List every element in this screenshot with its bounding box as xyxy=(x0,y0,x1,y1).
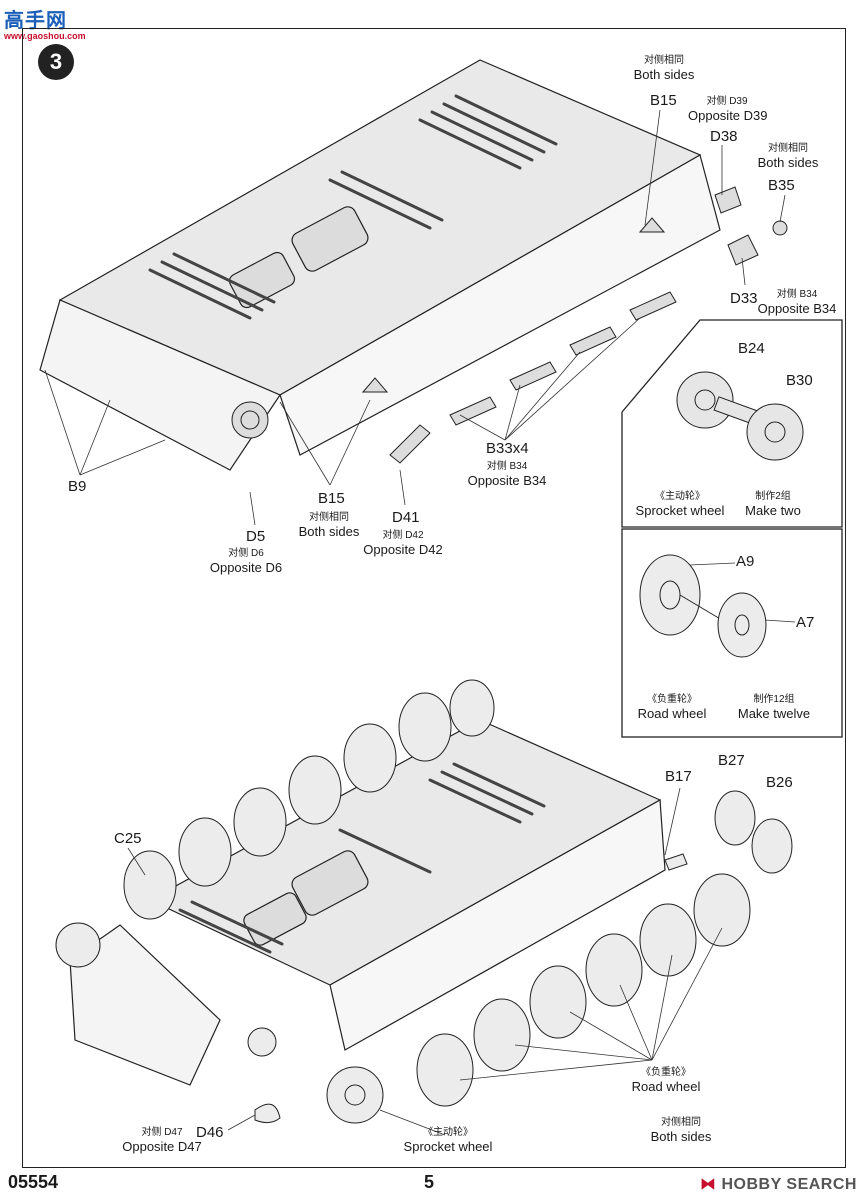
label-road-wheel-box: 《负重轮》 Road wheel xyxy=(637,694,707,721)
label-sprocket-wheel-bottom: 《主动轮》 Sprocket wheel xyxy=(403,1127,493,1154)
near-wheel-6 xyxy=(693,873,751,947)
sprocket-detail-box xyxy=(621,319,843,528)
part-b17 xyxy=(664,853,688,871)
part-d46 xyxy=(254,1103,281,1124)
label-opposite-d39: 对侧 D39 Opposite D39 xyxy=(688,96,768,123)
upper-hull-front xyxy=(39,299,281,471)
label-a7: A7 xyxy=(796,614,815,631)
label-make-two: 制作2组 Make two xyxy=(745,491,801,518)
far-wheel-4 xyxy=(288,755,342,825)
label-d33: D33 xyxy=(730,290,758,307)
label-b30: B30 xyxy=(786,372,813,389)
site-logo-url: www.gaoshou.com xyxy=(4,31,86,41)
part-b35 xyxy=(772,220,788,236)
label-both-sides-right: 对侧相同 Both sides xyxy=(757,143,819,170)
label-d5: D5 xyxy=(246,528,266,545)
label-opposite-d42: 对侧 D42 Opposite D42 xyxy=(363,530,443,557)
far-sprocket xyxy=(55,922,101,968)
far-wheel-2 xyxy=(178,817,232,887)
arm-1 xyxy=(449,396,497,426)
label-d41: D41 xyxy=(392,509,420,526)
step-number-badge: 3 xyxy=(38,44,74,80)
label-opposite-d47: 对侧 D47 Opposite D47 xyxy=(122,1127,202,1154)
product-code: 05554 xyxy=(8,1172,59,1192)
label-a9: A9 xyxy=(736,553,755,570)
part-d33 xyxy=(727,234,759,266)
lower-hull-front-plate xyxy=(69,924,221,1086)
label-b35: B35 xyxy=(768,177,795,194)
arm-4 xyxy=(629,291,677,321)
label-road-wheel-bottom: 《负重轮》 Road wheel xyxy=(631,1067,701,1094)
label-sprocket-wheel: 《主动轮》 Sprocket wheel xyxy=(635,491,725,518)
idler-b27 xyxy=(714,790,756,846)
label-make-twelve: 制作12组 Make twelve xyxy=(737,694,811,721)
near-wheel-1 xyxy=(416,1033,474,1107)
site-logo: 高手网 www.gaoshou.com xyxy=(4,4,86,41)
label-c25: C25 xyxy=(114,830,142,847)
hobby-search-text: HOBBY SEARCH xyxy=(721,1176,857,1193)
label-both-sides-bottom: 对侧相同 Both sides xyxy=(650,1117,712,1144)
label-b24: B24 xyxy=(738,340,765,357)
label-b27: B27 xyxy=(718,752,745,769)
far-wheel-7 xyxy=(449,679,495,737)
label-both-sides-mid: 对侧相同 Both sides xyxy=(298,512,360,539)
near-wheel-5 xyxy=(639,903,697,977)
label-d38: D38 xyxy=(710,128,738,145)
label-opposite-b34-top: 对侧 B34 Opposite B34 xyxy=(757,289,837,316)
upper-hatch-2 xyxy=(228,251,296,309)
label-b33x4: B33x4 xyxy=(486,440,529,457)
label-both-sides-top: 对侧相同 Both sides xyxy=(633,55,695,82)
label-b15-bottom: B15 xyxy=(318,490,345,507)
hobby-search-icon: ⧓ xyxy=(700,1176,717,1193)
label-b9: B9 xyxy=(68,478,87,495)
label-b26: B26 xyxy=(766,774,793,791)
label-b15-top: B15 xyxy=(650,92,677,109)
part-b15-bottom xyxy=(361,377,389,393)
page-frame xyxy=(22,28,846,1168)
part-b15-top xyxy=(638,217,666,233)
page-number: 5 xyxy=(424,1172,435,1192)
lower-hull-side xyxy=(329,799,666,1051)
label-opposite-d6: 对侧 D6 Opposite D6 xyxy=(209,548,283,575)
near-wheel-2 xyxy=(473,998,531,1072)
far-wheel-3 xyxy=(233,787,287,857)
arm-d41 xyxy=(389,424,431,464)
far-wheel-1 xyxy=(123,850,177,920)
roadwheel-detail-box xyxy=(621,528,843,738)
label-b17: B17 xyxy=(665,768,692,785)
near-wheel-4 xyxy=(585,933,643,1007)
part-d38 xyxy=(714,186,742,214)
site-logo-text: 高手网 xyxy=(4,10,67,32)
idler-hub xyxy=(247,1027,277,1057)
upper-hull-side xyxy=(279,154,721,456)
upper-hatch-1 xyxy=(291,206,369,272)
near-wheel-3 xyxy=(529,965,587,1039)
label-d46: D46 xyxy=(196,1124,224,1141)
idler-b26 xyxy=(751,818,793,874)
arm-2 xyxy=(509,361,557,391)
hobby-search-watermark: ⧓ HOBBY SEARCH xyxy=(700,1174,857,1194)
label-opposite-b34-mid: 对侧 B34 Opposite B34 xyxy=(467,461,547,488)
far-wheel-6 xyxy=(398,692,452,762)
far-wheel-5 xyxy=(343,723,397,793)
arm-3 xyxy=(569,326,617,356)
lower-hatch-1 xyxy=(291,850,369,916)
